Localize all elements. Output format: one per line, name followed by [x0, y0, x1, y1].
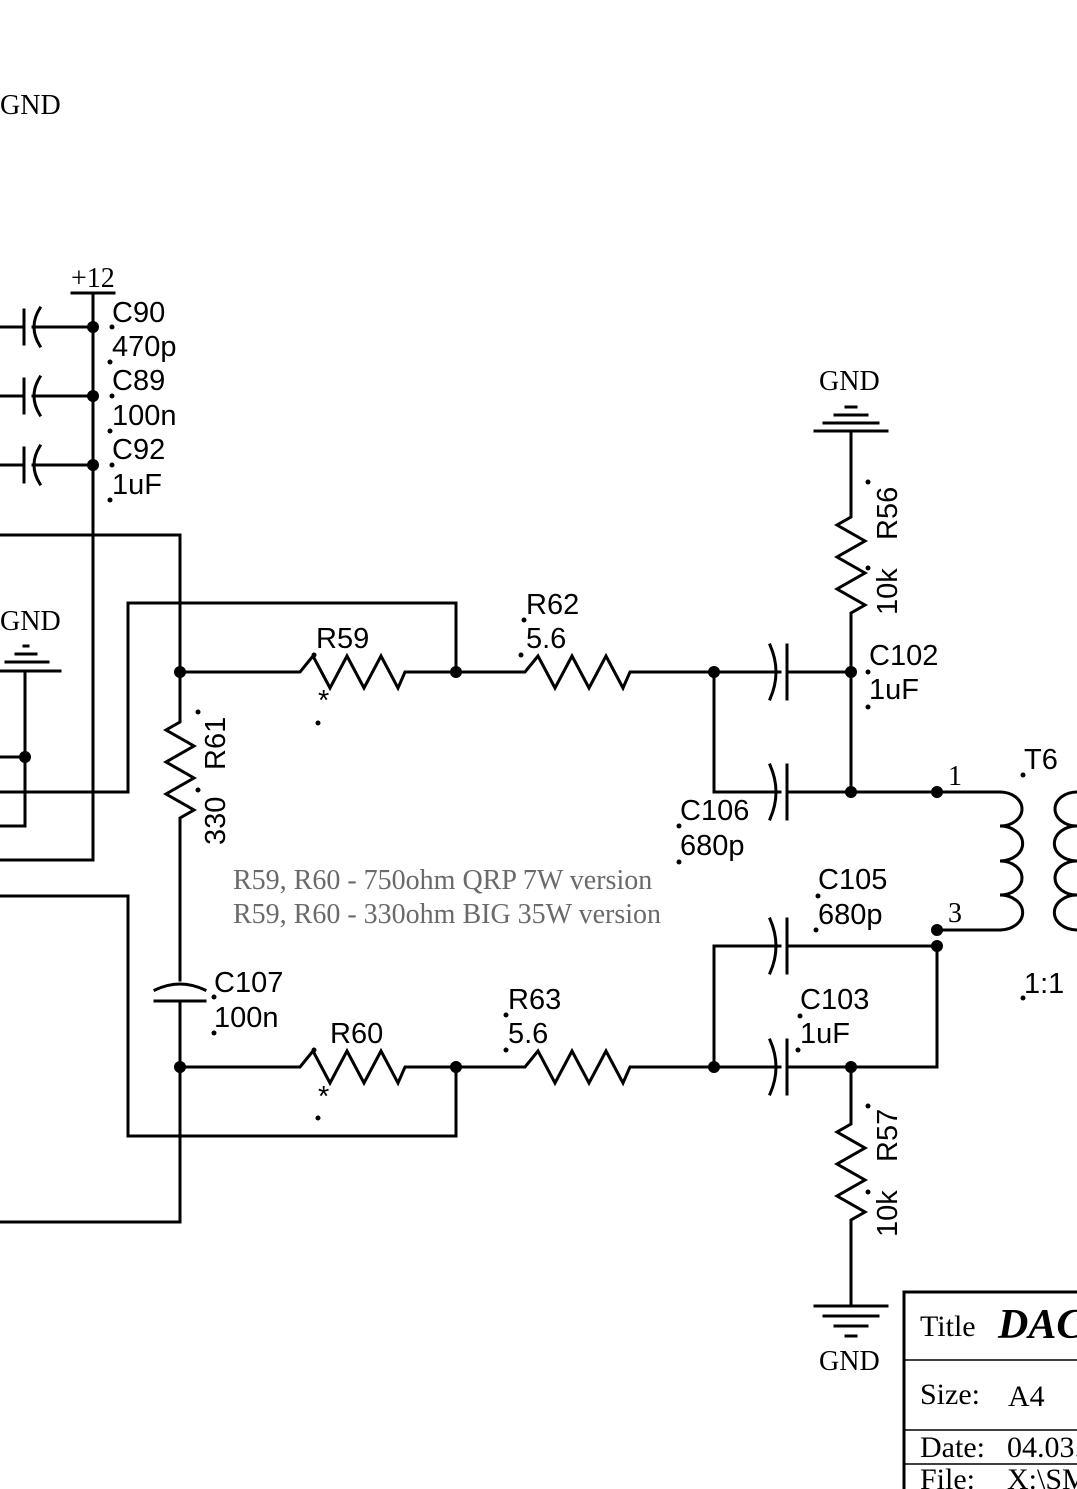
resistor-r57: R57 10k	[813, 1065, 904, 1338]
c106-value: 680p	[680, 830, 745, 862]
r59-ref: R59	[316, 623, 369, 655]
resistor-r59: R59 *	[178, 623, 462, 726]
resistor-r56: R56 10k	[813, 405, 904, 794]
c107-ref: C107	[214, 967, 283, 999]
c92-ref: C92	[112, 434, 165, 466]
transformer-t6: T6 1:1 1 3	[849, 744, 1077, 1001]
date-value: 04.03.	[1007, 1431, 1077, 1464]
capacitor-c106: C106 680p	[676, 670, 857, 865]
c102-ref: C102	[869, 640, 938, 672]
c90-ref: C90	[112, 297, 165, 329]
resistor-r62: R62 5.6	[454, 589, 720, 692]
file-value: X:\SM	[1007, 1463, 1077, 1489]
gnd-label-bottom: GND	[819, 1346, 880, 1377]
c103-value: 1uF	[800, 1018, 850, 1050]
size-label: Size:	[920, 1378, 980, 1411]
r60-ref: R60	[330, 1018, 383, 1050]
resistor-r60: R60 *	[178, 1018, 462, 1121]
capacitor-c105: C105 680p	[712, 864, 943, 1069]
r62-value: 5.6	[526, 623, 566, 655]
c106-ref: C106	[680, 795, 749, 827]
c105-ref: C105	[818, 864, 887, 896]
r61-ref: R61	[200, 717, 232, 770]
c105-value: 680p	[818, 899, 883, 931]
c90-value: 470p	[112, 331, 177, 363]
c103-ref: C103	[800, 984, 869, 1016]
r62-ref: R62	[526, 589, 579, 621]
gnd-symbol-left	[0, 644, 62, 828]
title-label: Title	[920, 1310, 976, 1343]
t6-ratio: 1:1	[1024, 968, 1064, 1000]
r63-value: 5.6	[508, 1018, 548, 1050]
left-wiring	[0, 533, 458, 1224]
capacitor-c102: C102 1uF	[712, 640, 938, 710]
capacitor-c92: C92 1uF	[0, 434, 165, 503]
resistor-r61: R61 330	[162, 666, 232, 982]
title-value: DAC	[997, 1302, 1077, 1348]
capacitor-c107: C107 100n	[152, 967, 283, 1073]
r61-value: 330	[200, 797, 232, 845]
r56-value: 10k	[872, 568, 904, 615]
c92-value: 1uF	[112, 469, 162, 501]
supply-label-12v: +12	[71, 263, 115, 294]
resistor-r63: R63 5.6	[454, 984, 720, 1087]
t6-ref: T6	[1024, 744, 1058, 776]
capacitor-c103: C103 1uF	[712, 944, 939, 1096]
r59-marker: *	[318, 685, 329, 717]
file-label: File:	[920, 1463, 975, 1489]
supply-rail	[0, 291, 116, 862]
c89-ref: C89	[112, 365, 165, 397]
gnd-label-top-left: GND	[0, 90, 61, 121]
c107-value: 100n	[214, 1002, 279, 1034]
r57-value: 10k	[872, 1190, 904, 1237]
note-big-version: R59, R60 - 330ohm BIG 35W version	[233, 899, 661, 930]
capacitor-c89: C89 100n	[0, 365, 177, 434]
date-label: Date:	[920, 1431, 985, 1464]
t6-pin3-label: 3	[948, 898, 962, 929]
title-block: Title DAC Size: A4 Date: 04.03. File: X:…	[902, 1290, 1077, 1489]
gnd-label-top-right: GND	[819, 366, 880, 397]
t6-pin1-label: 1	[948, 761, 962, 792]
capacitor-c90: C90 470p	[0, 297, 177, 365]
r56-ref: R56	[872, 487, 904, 540]
r57-ref: R57	[872, 1109, 904, 1162]
c89-value: 100n	[112, 400, 177, 432]
size-value: A4	[1008, 1380, 1045, 1413]
r63-ref: R63	[508, 984, 561, 1016]
note-qrp-version: R59, R60 - 750ohm QRP 7W version	[233, 865, 652, 896]
c102-value: 1uF	[869, 674, 919, 706]
r60-marker: *	[318, 1081, 329, 1113]
gnd-label-mid-left: GND	[0, 606, 61, 637]
